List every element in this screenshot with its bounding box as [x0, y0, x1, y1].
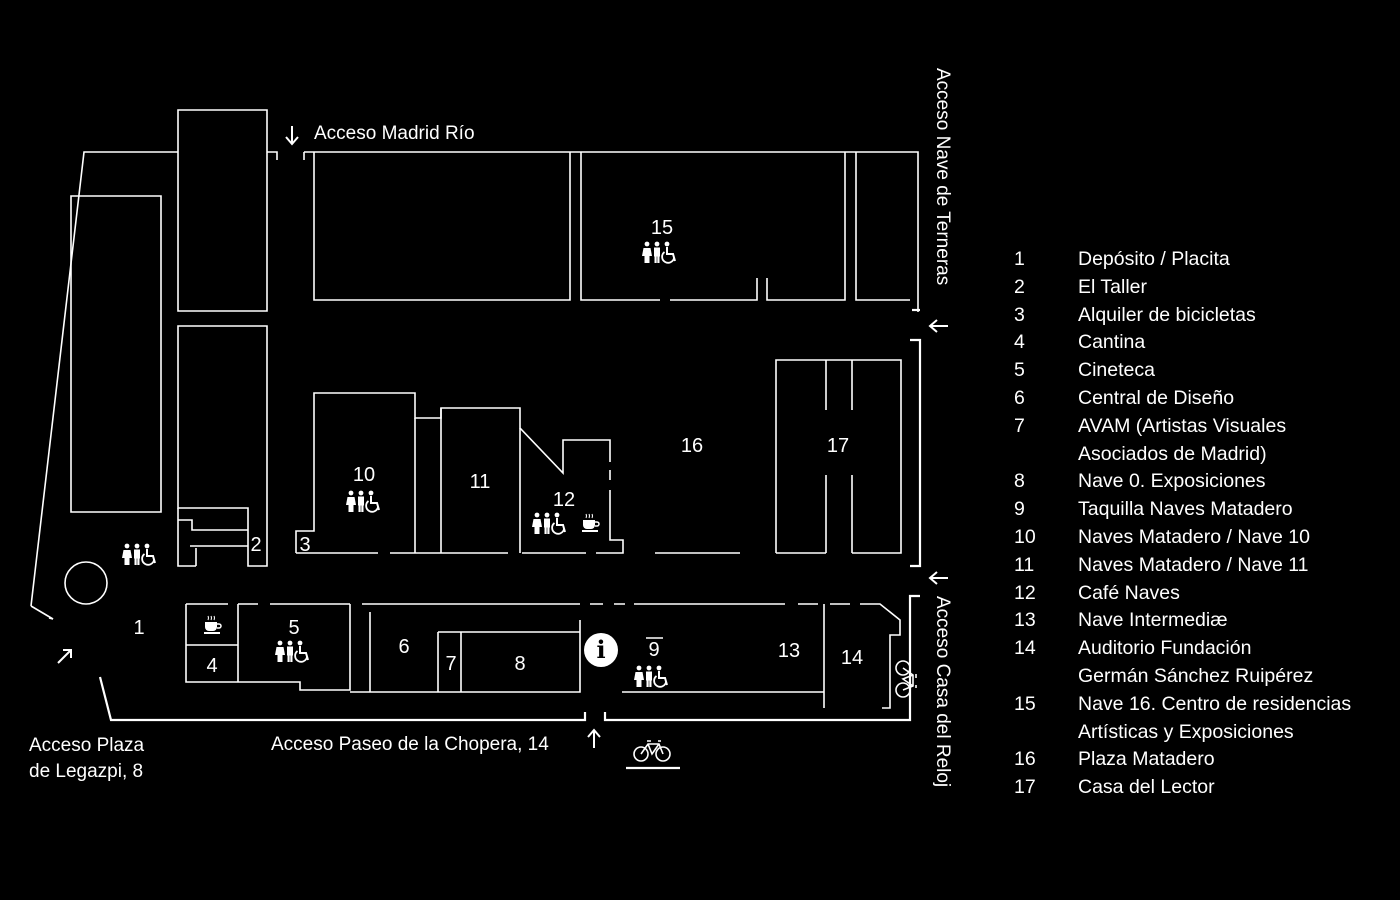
legend-row[interactable]: 2 El Taller	[1014, 274, 1394, 302]
toilets-icon	[121, 542, 156, 566]
legend-number: 10	[1014, 525, 1036, 548]
legend-name: Asociados de Madrid)	[1078, 442, 1267, 465]
building-outline-top	[303, 151, 920, 312]
building-2-label[interactable]: 2	[250, 534, 261, 556]
legend-row[interactable]: 14 Auditorio Fundación	[1014, 635, 1394, 663]
legend-row[interactable]: 16 Plaza Matadero	[1014, 746, 1394, 774]
legend-number: 11	[1014, 553, 1035, 576]
legend-name: Alquiler de bicicletas	[1078, 303, 1256, 326]
toilets-icon	[633, 664, 668, 688]
legend-row[interactable]: 13 Nave Intermediæ	[1014, 607, 1394, 635]
legend-name: Taquilla Naves Matadero	[1078, 498, 1293, 521]
bicycle-icon	[895, 660, 917, 698]
legend-number: 13	[1014, 609, 1036, 632]
arrow-icon	[57, 126, 948, 748]
toilets-icon	[531, 511, 566, 535]
building-12-label[interactable]: 12	[553, 489, 575, 511]
legend-number: 3	[1014, 303, 1025, 326]
legend-name: El Taller	[1078, 275, 1148, 298]
legend-row[interactable]: 17 Casa del Lector	[1014, 774, 1394, 802]
access-legazpi-label-line2[interactable]: de Legazpi, 8	[29, 761, 143, 782]
building-11-label[interactable]: 11	[470, 471, 491, 493]
legend-number: 7	[1014, 414, 1025, 437]
legend-number: 14	[1014, 637, 1036, 660]
legend-number: 2	[1014, 275, 1025, 298]
access-casa-reloj-label[interactable]: Acceso Casa del Reloj	[932, 596, 953, 787]
building-outline-left	[30, 109, 278, 620]
legend-row[interactable]: 12 Café Naves	[1014, 580, 1394, 608]
building-outline-bottom	[98, 594, 920, 770]
cafe-icon	[203, 615, 222, 635]
legend-name: Café Naves	[1078, 581, 1180, 604]
legend-row[interactable]: 7 AVAM (Artistas Visuales	[1014, 413, 1394, 441]
legend-number: 5	[1014, 359, 1025, 382]
building-13-label[interactable]: 13	[778, 640, 800, 662]
toilets-icon	[274, 639, 309, 663]
legend-row[interactable]: 10 Naves Matadero / Nave 10	[1014, 524, 1394, 552]
legend-row[interactable]: 8 Nave 0. Exposiciones	[1014, 468, 1394, 496]
legend-number: 8	[1014, 470, 1025, 493]
legend-row[interactable]: Asociados de Madrid)	[1014, 441, 1394, 469]
legend-number: 9	[1014, 498, 1025, 521]
building-9-label[interactable]: 9	[648, 639, 659, 661]
legend-name: Auditorio Fundación	[1078, 637, 1252, 660]
legend-row[interactable]: 4 Cantina	[1014, 329, 1394, 357]
building-17-label[interactable]: 17	[827, 435, 849, 457]
building-outline-middle	[295, 338, 922, 568]
legend-number: 1	[1014, 248, 1025, 270]
legend-name: Artísticas y Exposiciones	[1078, 720, 1294, 743]
legend-row[interactable]: Artísticas y Exposiciones	[1014, 719, 1394, 747]
legend-name: Depósito / Placita	[1078, 248, 1230, 270]
legend-row[interactable]: Germán Sánchez Ruipérez	[1014, 663, 1394, 691]
legend-name: Nave 0. Exposiciones	[1078, 470, 1266, 493]
site-map: 1 2 3 4 5 6 7 8 9 10 11 12 13 14 15 16 1…	[29, 68, 953, 787]
legend-name: Casa del Lector	[1078, 776, 1215, 799]
toilets-icon	[641, 240, 676, 264]
info-icon[interactable]: i	[584, 633, 618, 667]
building-6-label[interactable]: 6	[398, 636, 409, 658]
building-16-label[interactable]: 16	[681, 435, 703, 457]
access-legazpi-label-line1[interactable]: Acceso Plaza	[29, 735, 145, 756]
legend-name: AVAM (Artistas Visuales	[1078, 414, 1287, 437]
cafe-icon	[581, 513, 600, 533]
access-nave-terneras-label[interactable]: Acceso Nave de Terneras	[932, 68, 953, 285]
bicycle-icon	[633, 740, 671, 762]
legend-row[interactable]: 15 Nave 16. Centro de residencias	[1014, 691, 1394, 719]
legend-row[interactable]: 1 Depósito / Placita	[1014, 246, 1394, 274]
building-10-label[interactable]: 10	[353, 464, 375, 486]
legend-name: Central de Diseño	[1078, 386, 1235, 409]
legend-row[interactable]: 11 Naves Matadero / Nave 11	[1014, 552, 1394, 580]
building-8-label[interactable]: 8	[514, 653, 525, 675]
building-14-label[interactable]: 14	[841, 647, 863, 669]
legend-number: 15	[1014, 692, 1036, 715]
building-15-label[interactable]: 15	[651, 217, 673, 239]
legend-name: Naves Matadero / Nave 10	[1078, 525, 1310, 548]
svg-text:i: i	[596, 635, 605, 664]
legend-row[interactable]: 6 Central de Diseño	[1014, 385, 1394, 413]
legend-name: Cantina	[1078, 331, 1146, 354]
building-3-label[interactable]: 3	[299, 534, 310, 556]
toilets-icon	[345, 489, 380, 513]
legend-number: 16	[1014, 748, 1036, 771]
legend-name: Nave 16. Centro de residencias	[1078, 692, 1352, 715]
legend-number: 4	[1014, 331, 1025, 354]
building-7-label[interactable]: 7	[445, 653, 456, 675]
legend-name: Cineteca	[1078, 359, 1155, 382]
legend-number: 12	[1014, 581, 1036, 604]
legend-row[interactable]: 9 Taquilla Naves Matadero	[1014, 496, 1394, 524]
legend-row[interactable]: 3 Alquiler de bicicletas	[1014, 302, 1394, 330]
legend-name: Nave Intermediæ	[1078, 609, 1228, 632]
legend-name: Naves Matadero / Nave 11	[1078, 553, 1309, 576]
legend-number: 6	[1014, 386, 1025, 409]
building-5-label[interactable]: 5	[288, 617, 299, 639]
legend-row[interactable]: 5 Cineteca	[1014, 357, 1394, 385]
legend-name: Germán Sánchez Ruipérez	[1078, 664, 1314, 687]
legend-number: 17	[1014, 776, 1036, 799]
access-chopera-label[interactable]: Acceso Paseo de la Chopera, 14	[271, 734, 549, 755]
building-4-label[interactable]: 4	[206, 655, 217, 677]
access-madrid-rio-label[interactable]: Acceso Madrid Río	[314, 123, 475, 144]
legend-name: Plaza Matadero	[1078, 748, 1215, 771]
building-1-label[interactable]: 1	[133, 617, 144, 639]
legend: 1 Depósito / Placita 2 El Taller 3 Alquiler d…	[1014, 246, 1394, 802]
